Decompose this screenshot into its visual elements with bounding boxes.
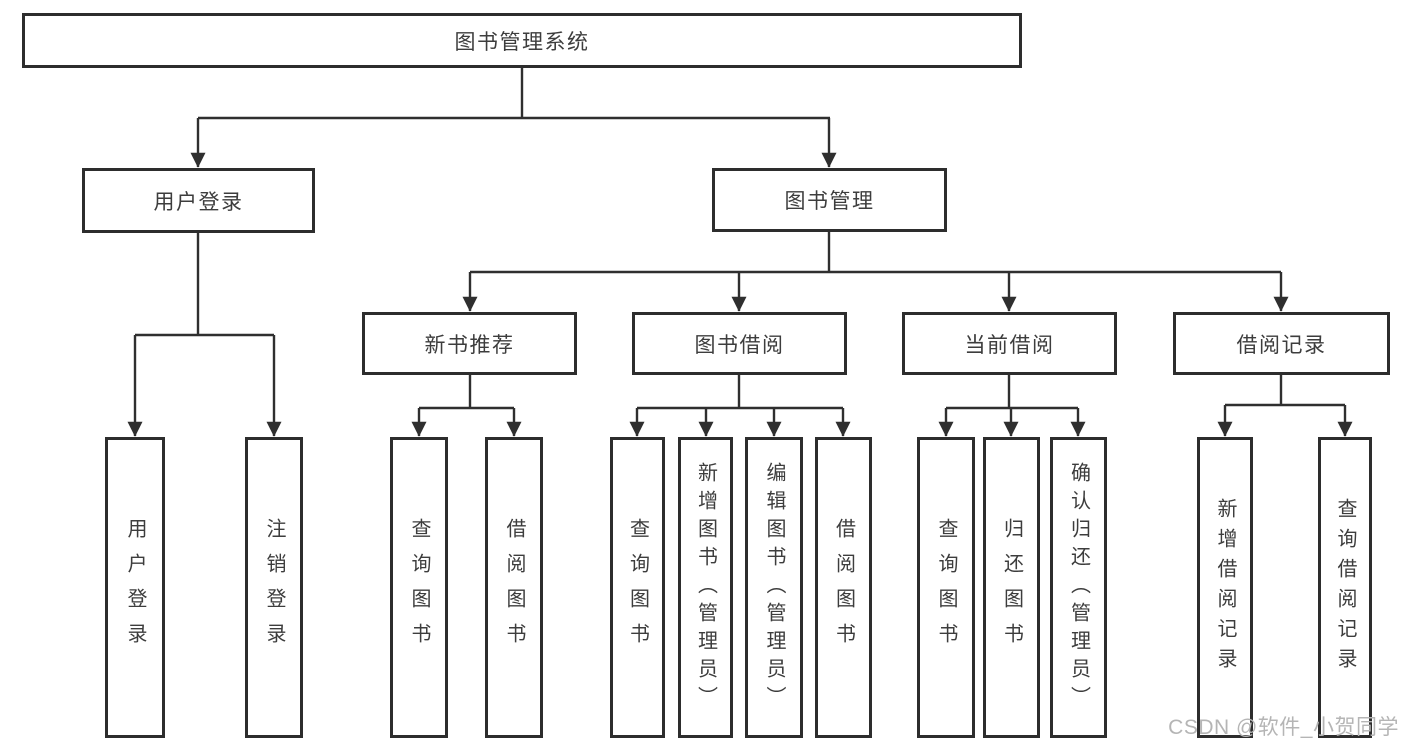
node-root: 图书管理系统 xyxy=(22,13,1022,68)
leaf-edit-book-admin: 编辑图书（管理员） xyxy=(745,437,803,738)
csdn-watermark: CSDN @软件_小贺同学 xyxy=(1168,716,1399,739)
node-new-book-recommend: 新书推荐 xyxy=(362,312,577,375)
leaf-borrow-books-recommend: 借阅图书 xyxy=(485,437,543,738)
leaf-confirm-return-admin: 确认归还（管理员） xyxy=(1050,437,1107,738)
leaf-query-books-recommend: 查询图书 xyxy=(390,437,448,738)
leaf-logout: 注销登录 xyxy=(245,437,303,738)
leaf-query-borrow-record: 查询借阅记录 xyxy=(1318,437,1372,738)
node-current-borrowing: 当前借阅 xyxy=(902,312,1117,375)
leaf-borrow-books-borrowing: 借阅图书 xyxy=(815,437,872,738)
node-book-borrowing: 图书借阅 xyxy=(632,312,847,375)
leaf-user-login: 用户登录 xyxy=(105,437,165,738)
node-book-management: 图书管理 xyxy=(712,168,947,232)
leaf-query-books-borrowing: 查询图书 xyxy=(610,437,665,738)
leaf-add-borrow-record: 新增借阅记录 xyxy=(1197,437,1253,738)
leaf-query-books-current: 查询图书 xyxy=(917,437,975,738)
leaf-add-book-admin: 新增图书（管理员） xyxy=(678,437,733,738)
node-user-login: 用户登录 xyxy=(82,168,315,233)
leaf-return-books: 归还图书 xyxy=(983,437,1040,738)
node-borrowing-records: 借阅记录 xyxy=(1173,312,1390,375)
